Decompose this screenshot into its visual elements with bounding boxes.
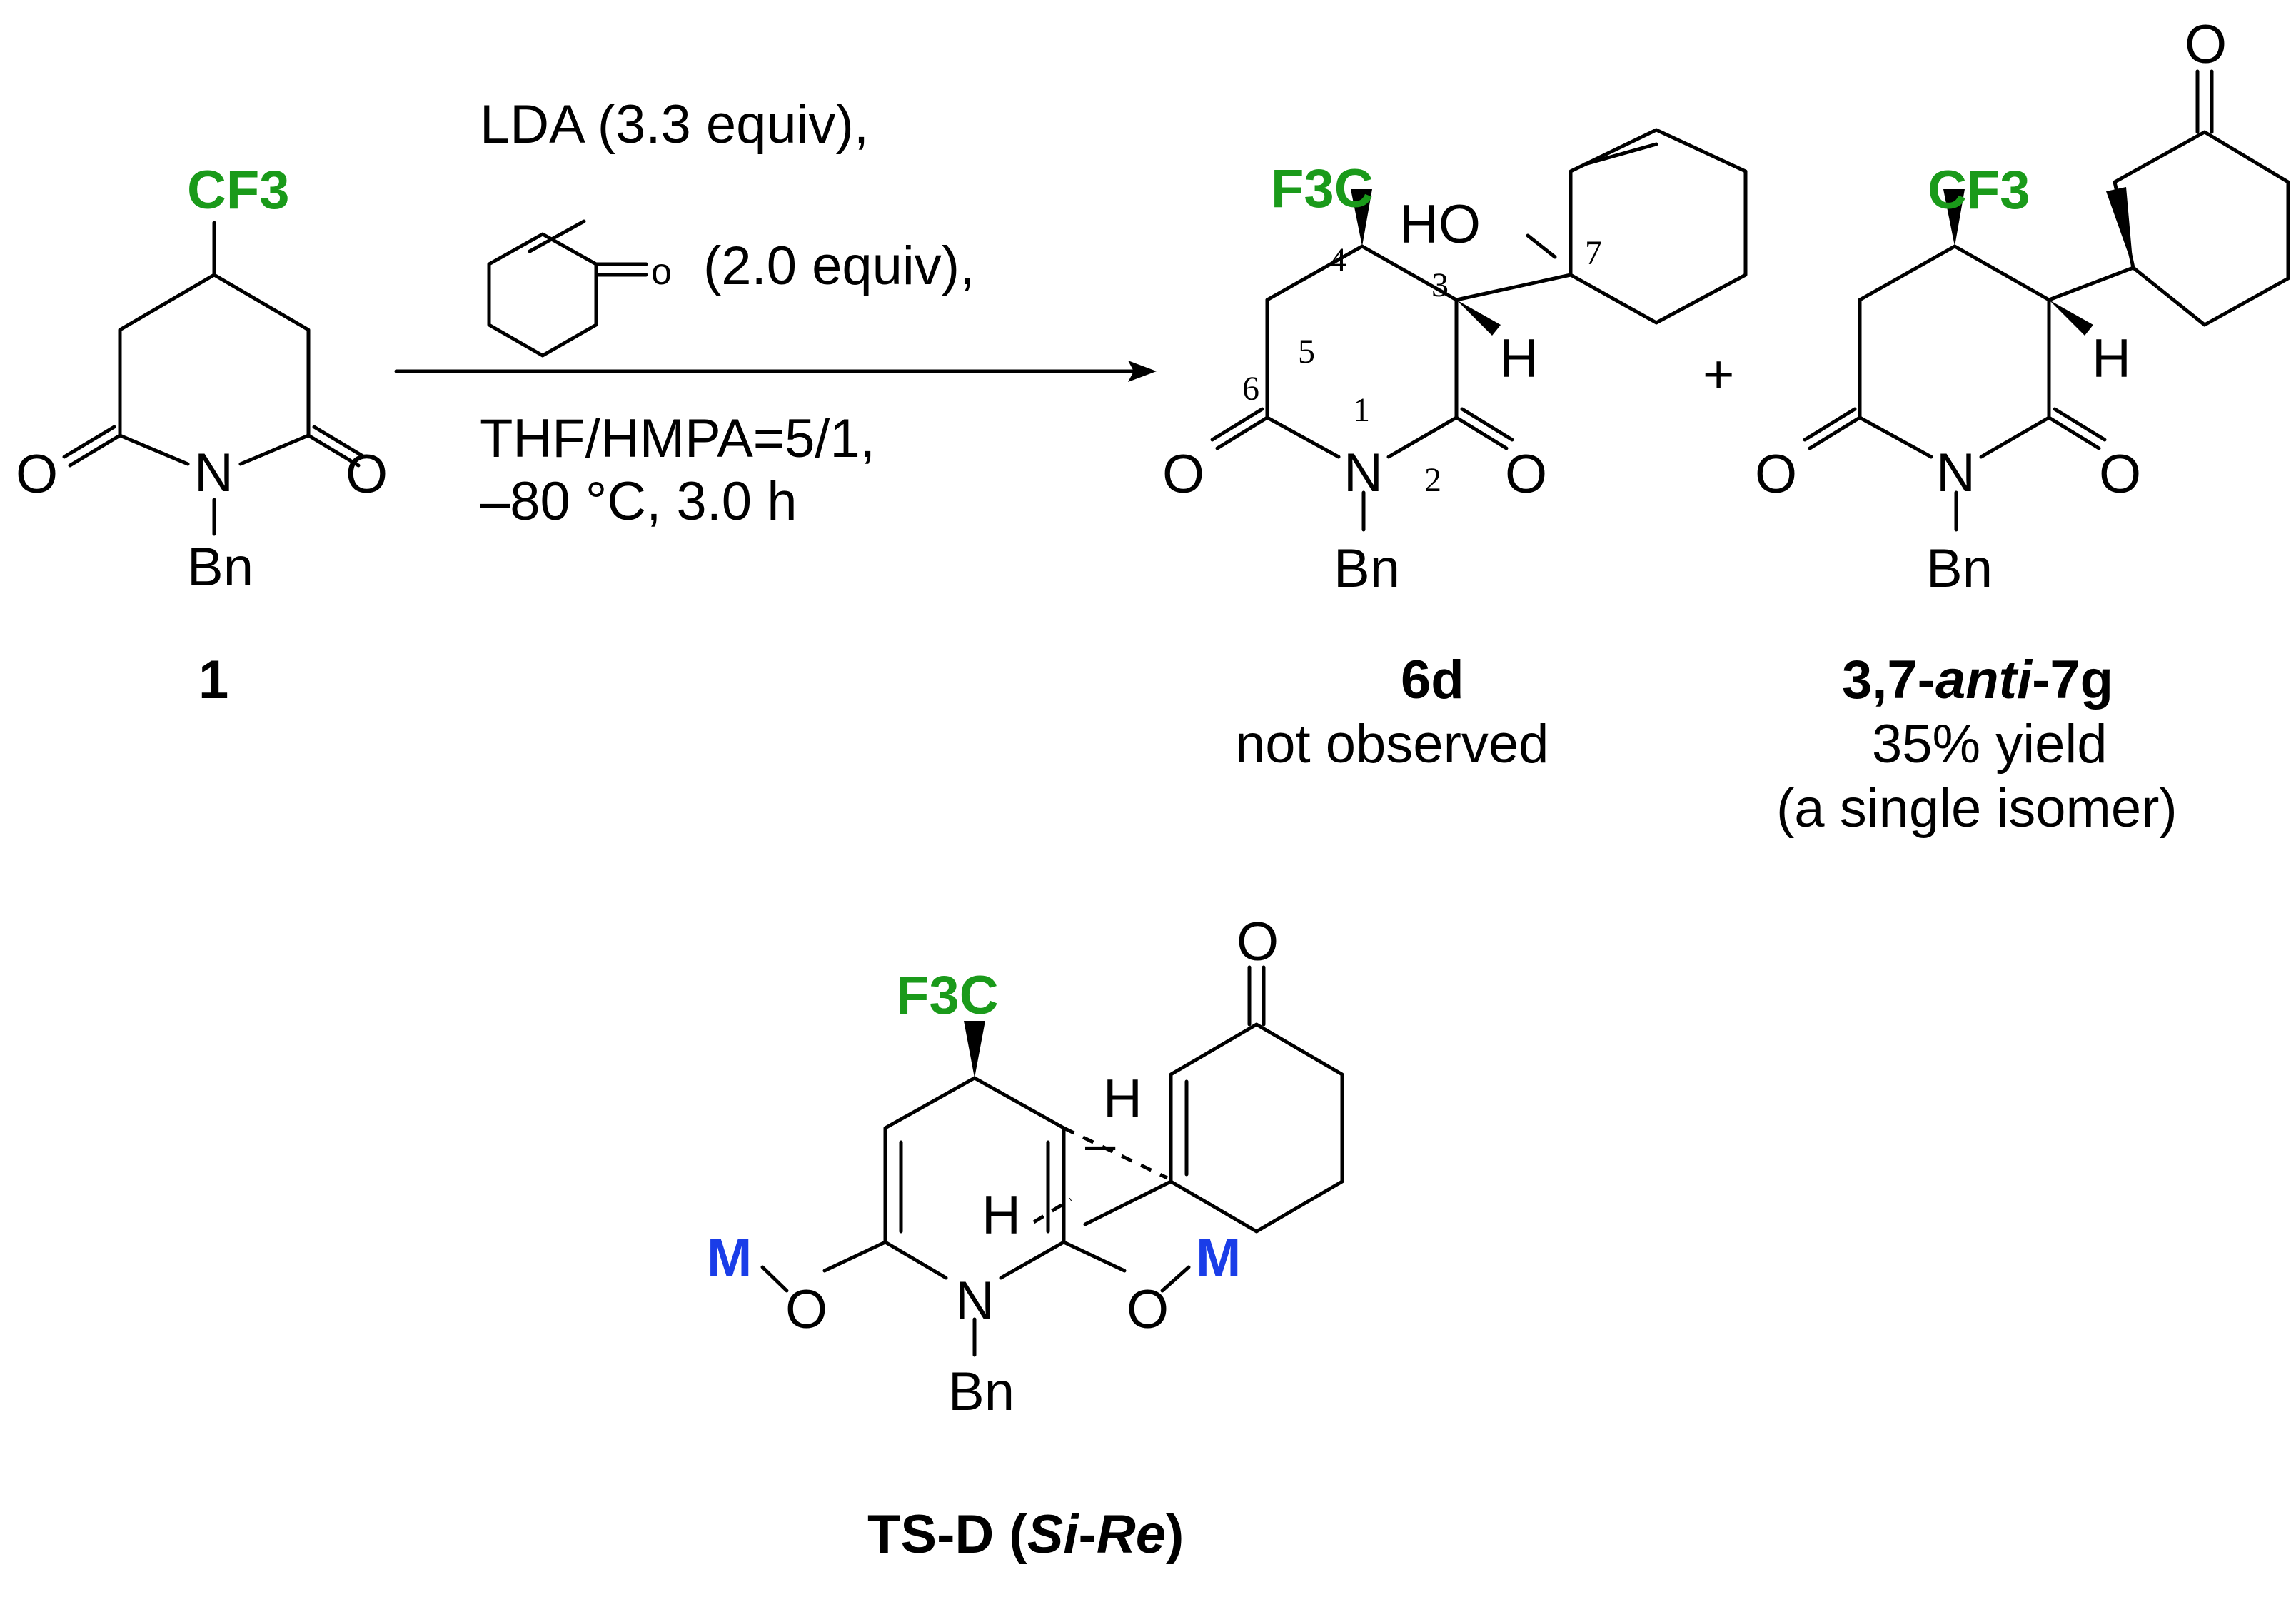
f3c-label: F3C (1271, 158, 1374, 219)
ts-label: TS-D (Si-Re) (867, 1504, 1184, 1565)
cf3-label: CF3 (187, 160, 290, 221)
metal-left: M (707, 1228, 752, 1289)
solvent: THF/HMPA=5/1, (480, 408, 875, 469)
reagent-cyclohexenone: (2.0 equiv), (703, 236, 975, 296)
benzyl-label: Bn (948, 1361, 1014, 1422)
compound-6d: F3C HO H O N O Bn 4 3 7 5 6 1 2 6d not o… (1162, 128, 1748, 775)
locant-6: 6 (1242, 370, 1259, 408)
oxygen-left: O (1755, 444, 1797, 505)
oxygen-left: O (785, 1279, 827, 1340)
compound-number-6d: 6d (1401, 650, 1464, 710)
hydrogen-lower: H (982, 1185, 1021, 1246)
hydrogen-upper: H (1103, 1069, 1142, 1129)
nitrogen: N (955, 1271, 995, 1331)
oxygen-right: O (2099, 444, 2141, 505)
oxygen-right: O (1127, 1279, 1169, 1340)
cf3-label: CF3 (1928, 160, 2030, 221)
yield-label: 35% yield (1872, 714, 2108, 775)
reagent-lda: LDA (3.3 equiv), (480, 94, 869, 155)
locant-7: 7 (1585, 234, 1602, 272)
benzyl-label: Bn (1334, 538, 1400, 599)
temperature-time: –80 °C, 3.0 h (480, 471, 797, 532)
compound-7g: CF3 O H O N O Bn 3,7-anti-7g 35% yield (… (1755, 14, 2290, 839)
compound-number-7g: 3,7-anti-7g (1842, 650, 2113, 710)
cyclohexenone-oxygen: o (651, 251, 672, 293)
locant-1: 1 (1353, 391, 1370, 429)
f3c-label: F3C (896, 965, 999, 1026)
benzyl-label: Bn (187, 537, 253, 598)
oxygen-right: O (1505, 444, 1547, 505)
note-not-observed: not observed (1235, 714, 1549, 775)
benzyl-label: Bn (1926, 538, 1993, 599)
oxygen-left: O (1162, 444, 1204, 505)
ketone-oxygen: O (1237, 912, 1279, 972)
ketone-oxygen: O (2185, 14, 2227, 75)
locant-4: 4 (1329, 241, 1346, 279)
oxygen-right: O (346, 444, 388, 505)
minus-charge: – (1085, 1114, 1116, 1174)
hydroxyl-label: HO (1399, 194, 1481, 255)
locant-5: 5 (1298, 333, 1315, 371)
nitrogen: N (1936, 443, 1975, 503)
oxygen-left: O (16, 444, 58, 505)
isomer-note: (a single isomer) (1776, 778, 2177, 839)
nitrogen: N (1344, 443, 1383, 503)
plus-sign: + (1703, 344, 1734, 405)
reaction-conditions: LDA (3.3 equiv), o (2.0 equiv), THF/HMPA… (394, 94, 1157, 532)
transition-state-ts-d: F3C O H – H M O N O M Bn TS-D (Si-Re) (707, 912, 1344, 1565)
metal-right: M (1196, 1228, 1241, 1289)
nitrogen: N (194, 443, 233, 503)
locant-3: 3 (1431, 266, 1449, 304)
hydrogen-label: H (2092, 328, 2131, 389)
compound-number-1: 1 (198, 650, 228, 710)
hydrogen-label: H (1499, 328, 1539, 389)
compound-1: CF3 O N O Bn 1 (16, 160, 388, 710)
locant-2: 2 (1424, 461, 1441, 499)
